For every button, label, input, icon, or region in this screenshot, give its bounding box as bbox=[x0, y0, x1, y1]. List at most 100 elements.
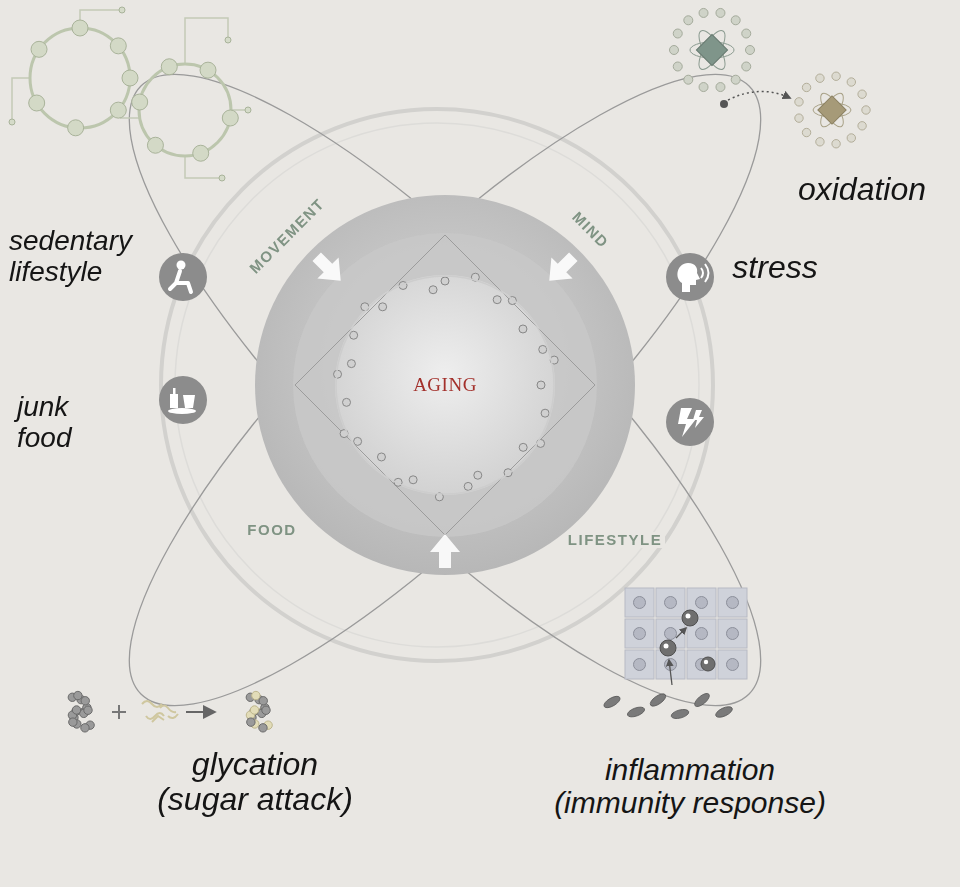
inflammation-figure bbox=[714, 705, 734, 720]
oxidation-atoms bbox=[670, 8, 871, 147]
lightning-icon bbox=[693, 410, 704, 428]
outer-ring bbox=[161, 109, 713, 661]
inflammation-figure bbox=[660, 640, 676, 656]
bead bbox=[832, 140, 840, 148]
glycated-cluster bbox=[262, 706, 270, 714]
bead bbox=[200, 62, 216, 78]
bead bbox=[699, 83, 708, 92]
bead bbox=[699, 8, 708, 17]
inward-arrow bbox=[306, 246, 351, 291]
particle-dots bbox=[409, 476, 417, 484]
sedentary-icon bbox=[159, 253, 207, 301]
particle-dots bbox=[435, 493, 443, 501]
tissue-cell bbox=[718, 619, 747, 648]
bead bbox=[132, 59, 239, 161]
bead bbox=[673, 29, 682, 38]
particle-dots bbox=[334, 273, 559, 501]
bead bbox=[716, 8, 725, 17]
inflammation-figure bbox=[602, 694, 622, 710]
particle-dots bbox=[394, 478, 402, 486]
bead bbox=[858, 122, 866, 130]
particle-dots bbox=[354, 437, 362, 445]
quadrant-label: FOOD bbox=[244, 522, 299, 539]
bead bbox=[132, 94, 148, 110]
tissue-cell bbox=[718, 619, 747, 648]
tissue-cell bbox=[727, 628, 739, 640]
particle-dots bbox=[464, 482, 472, 490]
sugar-molecule bbox=[142, 701, 162, 707]
sugar-molecule bbox=[152, 716, 164, 722]
bead bbox=[29, 20, 138, 136]
bead bbox=[110, 38, 126, 54]
bead bbox=[742, 62, 751, 71]
oxidation-atoms bbox=[816, 90, 847, 130]
inflammation-figure bbox=[682, 610, 698, 626]
protein-cluster bbox=[68, 691, 94, 732]
glycated-cluster bbox=[250, 706, 258, 714]
inflammation-figure bbox=[693, 691, 712, 709]
stress-icon bbox=[677, 263, 700, 292]
particle-dots bbox=[441, 277, 449, 285]
glycated-cluster bbox=[259, 724, 267, 732]
tissue-cell bbox=[718, 650, 747, 679]
inflammation-figure bbox=[626, 705, 646, 719]
sugar-molecule bbox=[168, 714, 178, 718]
aging-disk bbox=[295, 235, 595, 535]
aging-disk bbox=[255, 195, 635, 575]
bead bbox=[222, 110, 238, 126]
bead bbox=[193, 145, 209, 161]
bead bbox=[716, 83, 725, 92]
particle-dots bbox=[379, 303, 387, 311]
tissue-cell bbox=[634, 597, 646, 609]
handwritten-note: glycation (sugar attack) bbox=[148, 747, 363, 817]
oxidation-atoms bbox=[728, 91, 790, 100]
inflammation-figure bbox=[664, 644, 669, 649]
bead bbox=[673, 62, 682, 71]
inward-arrow bbox=[306, 246, 584, 568]
tissue-cell bbox=[687, 650, 716, 679]
inflammation-figure bbox=[701, 657, 715, 671]
bead bbox=[802, 83, 810, 91]
bead bbox=[731, 75, 740, 84]
molecule-chain bbox=[9, 7, 251, 181]
molecule-chain bbox=[120, 117, 140, 119]
tissue-cell bbox=[625, 588, 747, 679]
bead bbox=[161, 59, 177, 75]
inflammation-figure bbox=[602, 588, 747, 720]
bead bbox=[72, 20, 88, 36]
protein-cluster bbox=[81, 697, 89, 705]
lightning-icon bbox=[666, 398, 714, 446]
bead bbox=[862, 106, 870, 114]
particle-dots bbox=[537, 381, 545, 389]
aging-disk bbox=[293, 233, 597, 537]
aging-disk bbox=[335, 275, 555, 495]
protein-cluster bbox=[84, 706, 92, 714]
lightning-icon bbox=[678, 408, 696, 437]
sugar-molecule bbox=[142, 701, 178, 722]
inflammation-figure bbox=[602, 691, 734, 720]
tissue-cell bbox=[625, 619, 654, 648]
oxidation-atoms bbox=[720, 100, 728, 108]
molecule-chain bbox=[30, 28, 130, 128]
stress-icon bbox=[666, 253, 714, 301]
junk-food-icon bbox=[168, 408, 196, 414]
tissue-cell bbox=[696, 597, 708, 609]
center-circle: AGING bbox=[335, 275, 555, 495]
handwritten-note: oxidation bbox=[795, 172, 929, 207]
particle-dots bbox=[474, 471, 482, 479]
tissue-cell bbox=[634, 659, 646, 671]
molecule-chain bbox=[9, 7, 251, 181]
glycated-cluster bbox=[247, 718, 255, 726]
quadrant-label: LIFESTYLE bbox=[565, 532, 665, 549]
molecule-chain bbox=[119, 7, 125, 13]
particle-dots bbox=[539, 345, 547, 353]
oxidation-atoms bbox=[816, 90, 847, 130]
glycation-figure bbox=[68, 691, 272, 732]
oxidation-atoms bbox=[694, 27, 730, 73]
inflammation-figure bbox=[676, 628, 686, 638]
particle-dots bbox=[537, 439, 545, 447]
tissue-cell bbox=[625, 650, 654, 679]
protein-cluster bbox=[74, 691, 82, 699]
particle-dots bbox=[340, 430, 348, 438]
particle-dots bbox=[519, 443, 527, 451]
